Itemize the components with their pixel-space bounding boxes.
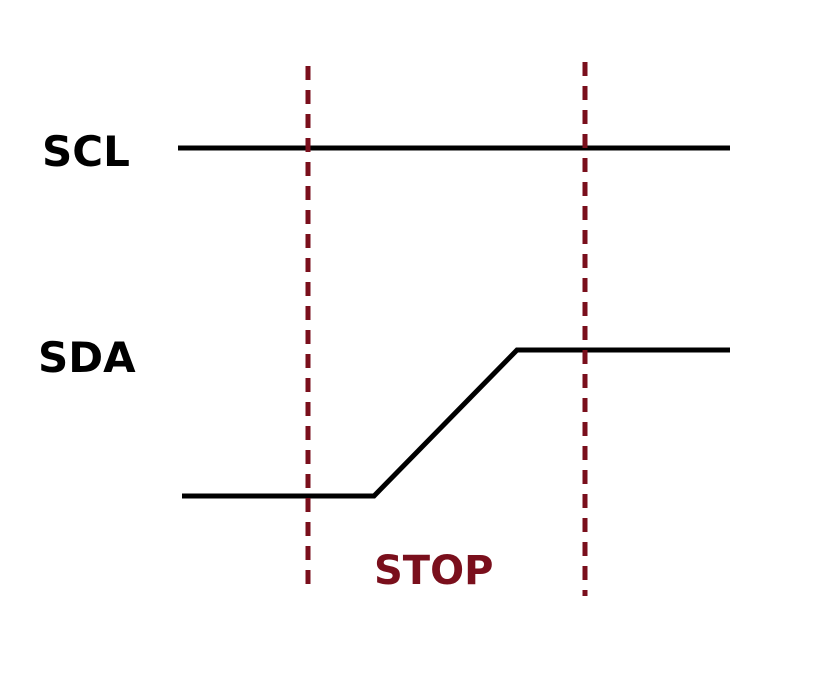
- stop-label: STOP: [374, 548, 493, 594]
- sda-line: [182, 347, 730, 499]
- sda-label: SDA: [38, 333, 136, 382]
- scl-label: SCL: [42, 127, 130, 176]
